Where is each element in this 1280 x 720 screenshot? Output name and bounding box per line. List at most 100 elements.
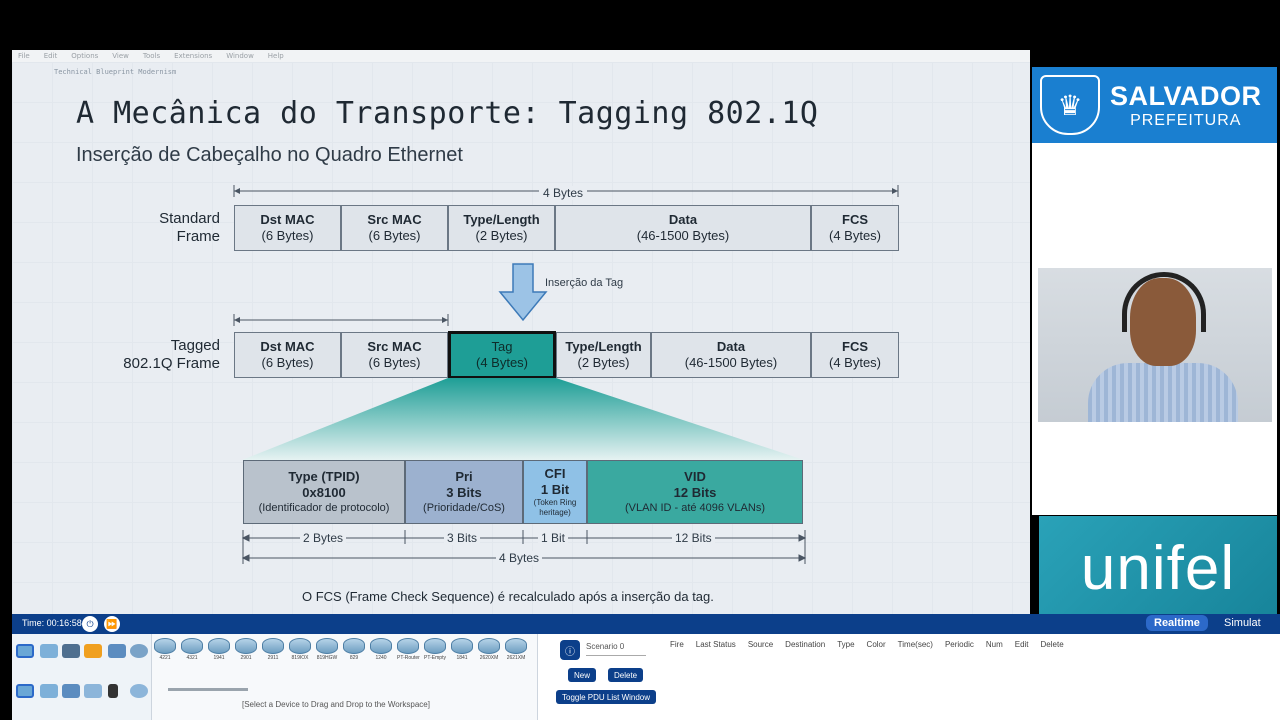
simulation-mode-button[interactable]: Simulat: [1224, 617, 1261, 629]
dim-vid: 12 Bits: [672, 531, 715, 545]
cell-name: FCS: [842, 212, 868, 227]
router-1240[interactable]: 1240: [370, 638, 392, 666]
slide-style-tag: Technical Blueprint Modernism: [54, 68, 177, 76]
router-2620xm[interactable]: 2620XM: [478, 638, 500, 666]
tagged-label-line1: Tagged: [170, 337, 220, 354]
cell-name: Data: [716, 339, 746, 354]
multiuser-icon[interactable]: [130, 644, 148, 658]
router-label: 4221: [159, 655, 171, 661]
router-label: 1841: [456, 655, 468, 661]
col-num: Num: [985, 640, 1003, 649]
router-1941[interactable]: 1941: [208, 638, 230, 666]
cell-size: (46-1500 Bytes): [684, 355, 778, 370]
router-1841[interactable]: 1841: [451, 638, 473, 666]
menu-extensions[interactable]: Extensions: [174, 52, 213, 60]
network-devices-icon[interactable]: [16, 644, 34, 658]
components-icon[interactable]: [62, 644, 80, 658]
menu-edit[interactable]: Edit: [43, 52, 58, 60]
router-819hgw[interactable]: 819HGW: [316, 638, 338, 666]
cell-size: (4 Bytes): [475, 355, 528, 370]
router-label: 819IOX: [291, 655, 309, 661]
field-name: Type (TPID): [288, 469, 360, 484]
scenario-select[interactable]: Scenario 0: [586, 642, 646, 656]
router-label: 2621XM: [506, 655, 526, 661]
security-icon[interactable]: [108, 684, 118, 698]
std-type-length: Type/Length (2 Bytes): [448, 205, 555, 251]
standard-label-line1: Standard: [159, 210, 220, 227]
device-categories: [12, 634, 152, 720]
col-last-status: Last Status: [695, 640, 736, 649]
menu-window[interactable]: Window: [226, 52, 254, 60]
switches-icon[interactable]: [40, 684, 58, 698]
misc-icon[interactable]: [108, 644, 126, 658]
wireless-icon[interactable]: [84, 684, 102, 698]
delete-scenario-button[interactable]: Delete: [608, 668, 644, 682]
menu-file[interactable]: File: [18, 52, 30, 60]
router-819iox[interactable]: 819IOX: [289, 638, 311, 666]
realtime-mode-button[interactable]: Realtime: [1146, 615, 1208, 631]
power-cycle-icon[interactable]: ⏻: [82, 616, 98, 632]
cell-name: Type/Length: [463, 212, 540, 227]
bottom-span-label: 4 Bytes: [496, 551, 543, 565]
router-2621xm[interactable]: 2621XM: [505, 638, 527, 666]
std-fcs: FCS (4 Bytes): [811, 205, 899, 251]
router-label: 2620XM: [479, 655, 499, 661]
router-pt-empty[interactable]: PT-Empty: [424, 638, 446, 666]
toggle-pdu-list-button[interactable]: Toggle PDU List Window: [556, 690, 657, 704]
logo-sub: PREFEITURA: [1130, 111, 1242, 129]
col-periodic: Periodic: [944, 640, 974, 649]
router-4221[interactable]: 4221: [154, 638, 176, 666]
router-label: 819HGW: [316, 655, 338, 661]
scenario-info-icon[interactable]: ⓘ: [560, 640, 580, 660]
dim-pri: 3 Bits: [444, 531, 481, 545]
tag-cfi-field: CFI 1 Bit (Token Ring heritage): [523, 460, 587, 524]
fast-forward-icon[interactable]: ⏩: [104, 616, 120, 632]
router-2901[interactable]: 2901: [235, 638, 257, 666]
cell-size: (2 Bytes): [475, 228, 528, 243]
tagged-tag-field: Tag (4 Bytes): [448, 331, 556, 379]
menu-view[interactable]: View: [112, 52, 129, 60]
router-label: PT-Router: [397, 655, 420, 661]
router-label: 1941: [213, 655, 225, 661]
top-span-label: 4 Bytes: [539, 186, 588, 200]
cell-name: FCS: [842, 339, 868, 354]
device-list-scrollbar[interactable]: [168, 688, 248, 691]
cell-size: (4 Bytes): [828, 228, 881, 243]
router-pt-router[interactable]: PT-Router: [397, 638, 420, 666]
col-delete: Delete: [1040, 640, 1064, 649]
wan-emulation-icon[interactable]: [130, 684, 148, 698]
presenter-shirt: [1088, 363, 1238, 422]
col-edit: Edit: [1014, 640, 1029, 649]
col-destination: Destination: [785, 640, 826, 649]
menu-help[interactable]: Help: [267, 52, 284, 60]
headset-icon: [1122, 272, 1206, 332]
city-crest-icon: ♛: [1040, 75, 1100, 135]
router-829[interactable]: 829: [343, 638, 365, 666]
router-2911[interactable]: 2911: [262, 638, 284, 666]
router-label: 4321: [186, 655, 198, 661]
connections-icon[interactable]: [84, 644, 102, 658]
field-value: 0x8100: [302, 485, 346, 500]
sim-time: Time: 00:16:58: [22, 618, 82, 628]
field-desc: (Identificador de protocolo): [258, 502, 390, 514]
new-scenario-button[interactable]: New: [568, 668, 597, 682]
router-label: 1240: [375, 655, 387, 661]
col-fire: Fire: [670, 640, 684, 649]
router-4321[interactable]: 4321: [181, 638, 203, 666]
logo-text: SALVADOR PREFEITURA: [1110, 81, 1262, 130]
field-desc: (Prioridade/CoS): [423, 502, 505, 514]
cell-size: (46-1500 Bytes): [636, 228, 730, 243]
standard-label-line2: Frame: [176, 228, 220, 245]
cell-size: (6 Bytes): [261, 355, 314, 370]
tagged-frame-label: Tagged 802.1Q Frame: [108, 337, 220, 373]
hubs-icon[interactable]: [62, 684, 80, 698]
tagged-fcs: FCS (4 Bytes): [811, 332, 899, 378]
menu-options[interactable]: Options: [71, 52, 99, 60]
salvador-logo: ♛ SALVADOR PREFEITURA: [1032, 67, 1277, 143]
slide-subtitle: Inserção de Cabeçalho no Quadro Ethernet: [76, 144, 463, 166]
cell-size: (6 Bytes): [368, 355, 421, 370]
end-devices-icon[interactable]: [40, 644, 58, 658]
routers-icon[interactable]: [16, 684, 34, 698]
menu-tools[interactable]: Tools: [142, 52, 161, 60]
